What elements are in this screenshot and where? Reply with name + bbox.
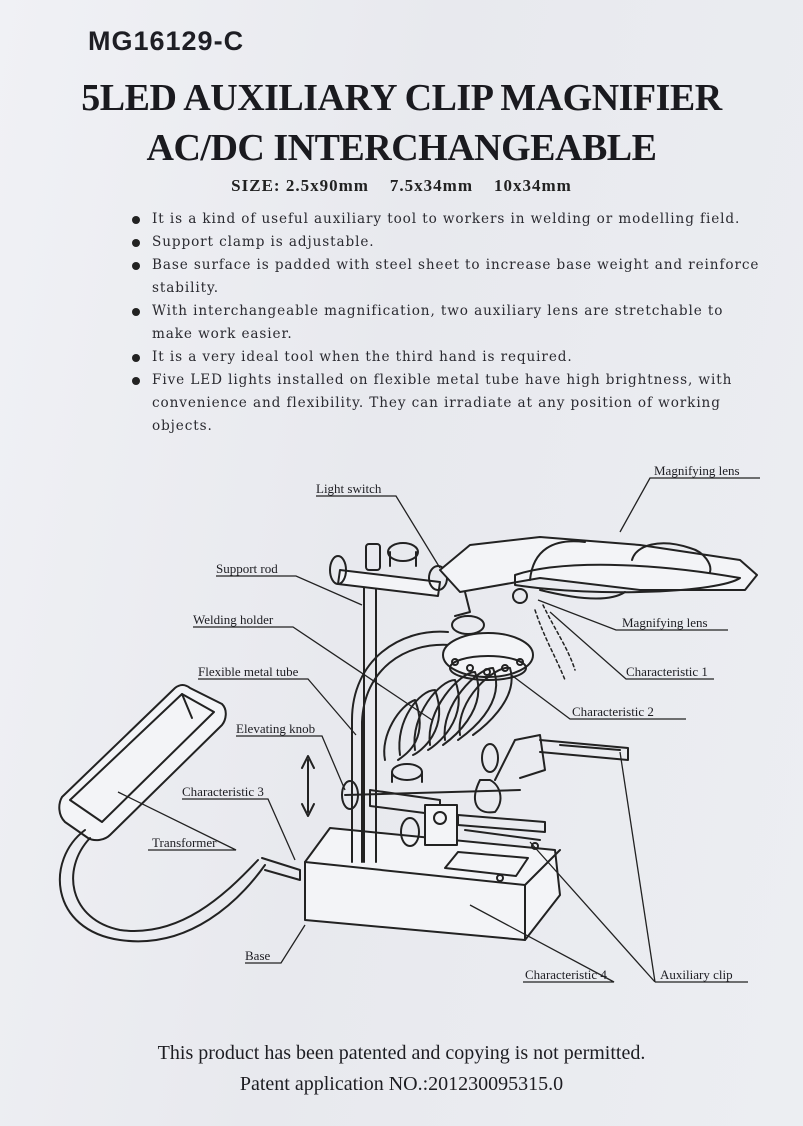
feature-list: It is a kind of useful auxiliary tool to… xyxy=(130,208,760,438)
label-magnifying-lens: Magnifying lens xyxy=(622,615,708,630)
patent-number: Patent application NO.:201230095315.0 xyxy=(239,1073,564,1095)
label-elevating-knob: Elevating knob xyxy=(236,721,315,736)
patent-notice: This product has been patented and copyi… xyxy=(157,1042,646,1064)
title-line-2: AC/DC INTERCHANGEABLE xyxy=(146,127,657,169)
product-diagram: Magnifying lens Light switch Support rod… xyxy=(58,463,760,983)
label-auxiliary-clip: Auxiliary clip xyxy=(660,967,733,982)
label-characteristic-3: Characteristic 3 xyxy=(182,784,264,799)
feature-item: It is a very ideal tool when the third h… xyxy=(130,346,760,369)
bullet-icon xyxy=(132,377,140,385)
feature-item: Support clamp is adjustable. xyxy=(130,231,760,254)
label-magnifying-lens-top: Magnifying lens xyxy=(654,463,740,478)
magnifier-drawing xyxy=(439,536,758,635)
label-flexible-metal-tube: Flexible metal tube xyxy=(198,664,299,679)
feature-item: It is a kind of useful auxiliary tool to… xyxy=(130,208,760,231)
size-line: SIZE: 2.5x90mm 7.5x34mm 10x34mm xyxy=(231,176,572,195)
bullet-icon xyxy=(132,262,140,270)
label-welding-holder: Welding holder xyxy=(193,612,274,627)
label-characteristic-2: Characteristic 2 xyxy=(572,704,654,719)
welding-holder-drawing xyxy=(383,666,513,783)
feature-item: Base surface is padded with steel sheet … xyxy=(130,254,760,300)
bullet-icon xyxy=(132,308,140,316)
label-light-switch: Light switch xyxy=(316,481,382,496)
label-characteristic-4: Characteristic 4 xyxy=(525,967,607,982)
label-transformer: Transformer xyxy=(152,835,217,850)
transformer-drawing xyxy=(58,684,301,943)
bullet-icon xyxy=(132,239,140,247)
feature-item: With interchangeable magnification, two … xyxy=(130,300,760,346)
label-support-rod: Support rod xyxy=(216,561,278,576)
bullet-icon xyxy=(132,354,140,362)
title-line-1: 5LED AUXILIARY CLIP MAGNIFIER xyxy=(81,77,722,119)
bullet-icon xyxy=(132,216,140,224)
support-rod-drawing xyxy=(329,542,448,863)
elevation-arrow-icon xyxy=(301,755,315,817)
label-characteristic-1: Characteristic 1 xyxy=(626,664,708,679)
clip-assembly-drawing xyxy=(341,734,629,847)
model-number: MG16129-C xyxy=(88,26,245,56)
base-drawing xyxy=(304,827,561,941)
feature-item: Five LED lights installed on flexible me… xyxy=(130,369,760,438)
label-base: Base xyxy=(245,948,271,963)
